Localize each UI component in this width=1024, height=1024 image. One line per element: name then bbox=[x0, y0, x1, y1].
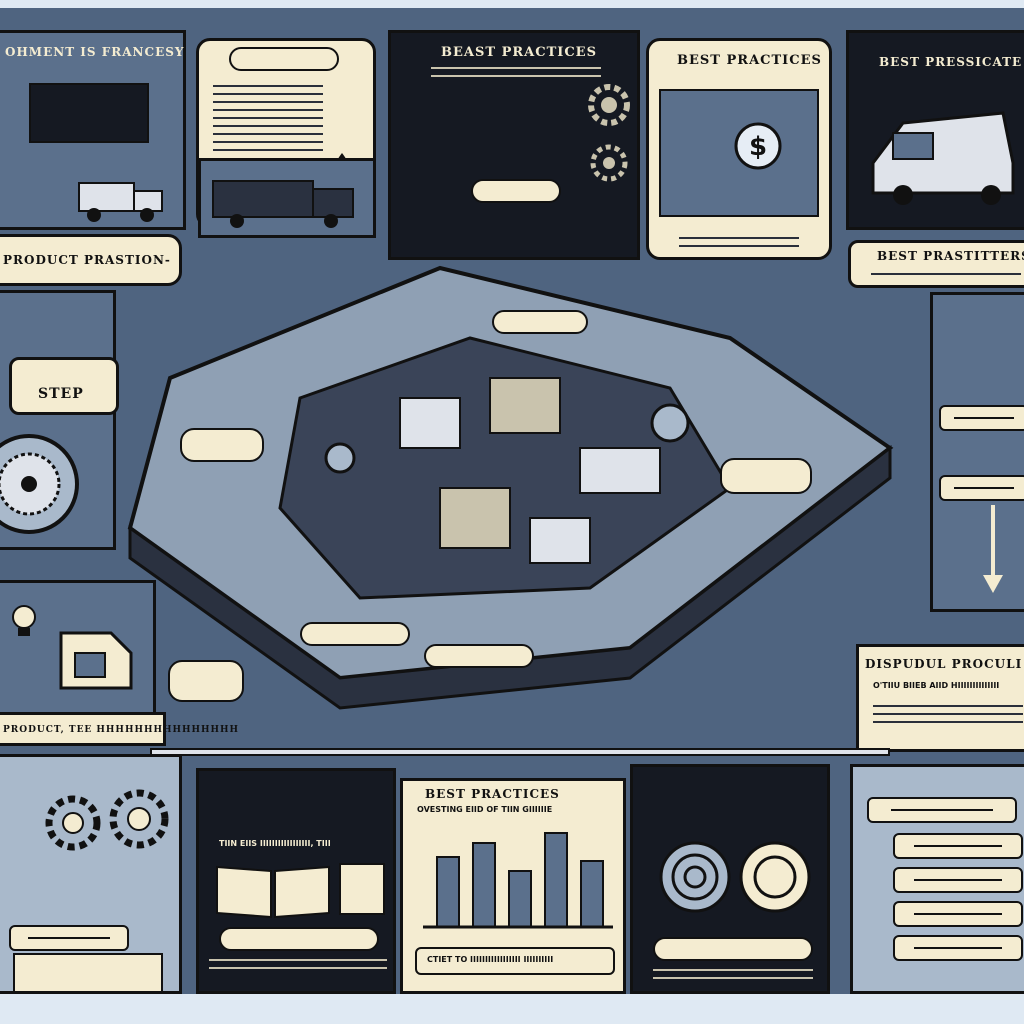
right-banner-title: BEST PRASTITTERS bbox=[877, 249, 1024, 263]
gear-icon bbox=[590, 144, 628, 182]
left-banner-title: PRODUCT PRASTION- bbox=[3, 253, 171, 267]
truck-icon bbox=[212, 180, 354, 228]
panel-top-right-a-title: BEST PRACTICES bbox=[677, 53, 822, 68]
gear-icon bbox=[588, 84, 630, 126]
dial-icon bbox=[0, 434, 79, 534]
lightbulb-icon bbox=[12, 605, 36, 636]
panel-right-middle bbox=[930, 292, 1024, 612]
panel-lower-left-banner: PRODUCT, TEE HHHHHHHHHHHHHHH bbox=[0, 712, 238, 746]
right-lower-title: DISPUDUL PROCULI bbox=[865, 657, 1023, 671]
right-lower-subtitle: O'TIIU BIIEB AIID HIIIIIIIIIIIIII bbox=[873, 681, 1000, 690]
svg-text:$: $ bbox=[749, 132, 767, 162]
panel-bottom-right bbox=[850, 764, 1024, 994]
gear-icon bbox=[45, 795, 101, 851]
panel-bottom-book: TIIN EIIS IIIIIIIIIIIIIIIII, TIII bbox=[196, 768, 396, 994]
panel-top-right-b-title: BEST PRESSICATE bbox=[879, 55, 1023, 69]
panel-top-center: BEAST PRACTICES bbox=[388, 30, 640, 260]
panel-left-middle: STEP bbox=[0, 290, 119, 550]
spiral-icon bbox=[659, 841, 811, 913]
arrow-icon bbox=[983, 505, 1003, 593]
book-caption: TIIN EIIS IIIIIIIIIIIIIIIII, TIII bbox=[219, 839, 331, 848]
box-icon bbox=[59, 631, 133, 690]
chart-icon bbox=[423, 832, 613, 929]
book-icon bbox=[216, 865, 330, 919]
panel-top-right-b: BEST PRESSICATE bbox=[846, 30, 1024, 230]
bottom-center-title: BEST PRACTICES bbox=[425, 787, 560, 801]
dollar-coin-icon: $ bbox=[734, 122, 782, 170]
panel-top-left-title: OHMENT IS FRANCESY bbox=[5, 45, 185, 59]
panel-top-left: OHMENT IS FRANCESY bbox=[0, 30, 186, 230]
panel-right-lower: DISPUDUL PROCULI O'TIIU BIIEB AIID HIIII… bbox=[856, 644, 1024, 752]
panel-left-banner: PRODUCT PRASTION- bbox=[0, 234, 182, 286]
bottom-center-subtitle: OVESTING EIID OF TIIN GIIIIIIE bbox=[417, 805, 553, 814]
panel-right-banner: BEST PRASTITTERS bbox=[848, 240, 1024, 288]
panel-bottom-left bbox=[0, 754, 182, 994]
left-step-label: STEP bbox=[38, 386, 84, 402]
panel-top-right-a: BEST PRACTICES $ bbox=[646, 38, 832, 260]
panel-left-lower bbox=[0, 580, 156, 738]
truck-icon bbox=[78, 182, 163, 222]
connector-rail bbox=[150, 748, 890, 756]
infographic-sheet: OHMENT IS FRANCESY BEAST PRACTICES bbox=[0, 8, 1024, 994]
panel-van bbox=[198, 158, 376, 238]
panel-top-center-title: BEAST PRACTICES bbox=[441, 45, 597, 60]
truck-icon bbox=[871, 111, 1015, 205]
panel-bottom-chart: BEST PRACTICES OVESTING EIID OF TIIN GII… bbox=[400, 778, 626, 994]
lower-left-banner-title: PRODUCT, TEE HHHHHHHHHHHHHHH bbox=[3, 725, 239, 735]
panel-bottom-spiral bbox=[630, 764, 830, 994]
isometric-factory bbox=[127, 265, 894, 710]
gear-icon bbox=[109, 789, 169, 849]
chart-caption: CTIET TO IIIIIIIIIIIIIIIII IIIIIIIIII bbox=[427, 955, 554, 964]
